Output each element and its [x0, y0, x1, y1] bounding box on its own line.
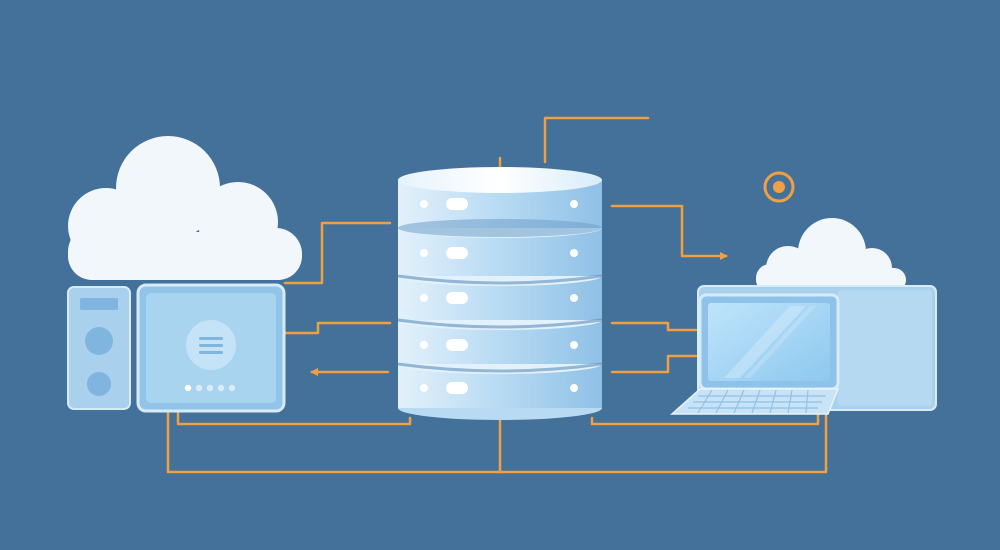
indicator-dots — [184, 384, 236, 392]
desktop-tower — [67, 286, 131, 410]
menu-lines-icon — [186, 320, 236, 370]
computer-tower-icon — [67, 286, 131, 410]
connector-server-right-cloud-arrow — [610, 204, 728, 260]
database-server — [397, 167, 603, 420]
connector-bus-laptop — [590, 412, 820, 426]
desktop-monitor — [136, 283, 286, 413]
server-separators — [397, 274, 603, 373]
connector-server-monitor — [283, 321, 392, 335]
laptop — [670, 293, 840, 415]
connector-bus-left — [166, 408, 502, 474]
connector-server-left-cloud — [283, 221, 392, 285]
target-circle-icon — [763, 171, 795, 203]
laptop-icon — [670, 293, 840, 415]
connectors — [166, 116, 828, 474]
server-disk-1 — [398, 167, 602, 237]
connector-bus-center — [498, 412, 828, 474]
database-server-stack-icon — [397, 167, 603, 420]
connector-server-laptop-upper — [610, 321, 698, 332]
connector-server-laptop-lower — [610, 354, 698, 374]
connector-top-branch — [543, 116, 650, 164]
connector-bus-monitor — [176, 408, 412, 426]
left-cloud — [68, 136, 302, 280]
cloud-icon — [68, 136, 302, 280]
laptop-keys — [688, 389, 826, 414]
